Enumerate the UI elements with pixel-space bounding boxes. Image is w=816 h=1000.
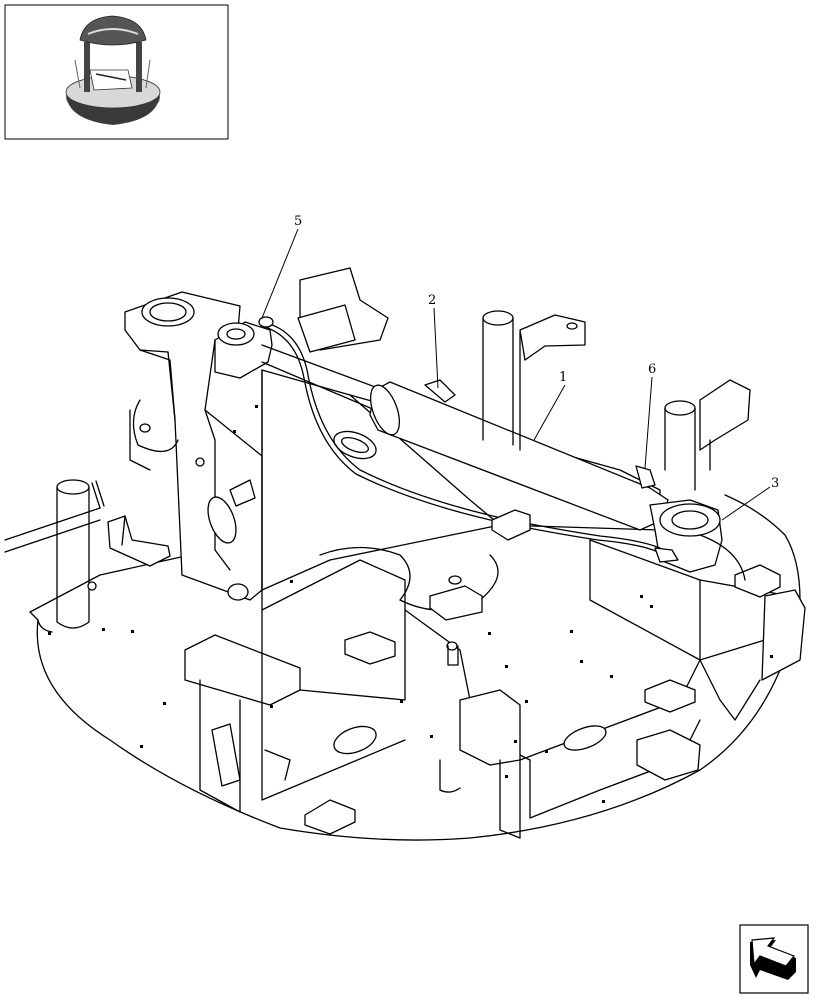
hose-fittings xyxy=(258,316,679,563)
right-posts xyxy=(482,310,751,491)
platform-top-edge xyxy=(29,554,191,621)
callout-6[interactable]: 6 xyxy=(644,362,656,469)
hydraulic-hose xyxy=(261,321,661,549)
fasteners xyxy=(87,423,483,666)
upper-frame-assembly xyxy=(4,267,806,841)
callout-label-6: 6 xyxy=(648,362,656,377)
next-page-button[interactable] xyxy=(739,924,809,994)
callout-2[interactable]: 2 xyxy=(428,293,439,389)
machine-thumbnail-image xyxy=(65,15,161,125)
holes xyxy=(48,405,773,803)
callout-1[interactable]: 1 xyxy=(533,370,567,441)
callout-label-5: 5 xyxy=(294,214,302,229)
boom-cylinder xyxy=(214,321,723,573)
callouts: 1 2 3 5 6 xyxy=(261,214,779,521)
platform-edge xyxy=(36,494,801,841)
callout-3[interactable]: 3 xyxy=(721,476,779,521)
left-post xyxy=(56,479,90,629)
floor-pads xyxy=(304,509,781,835)
callout-label-3: 3 xyxy=(771,476,779,491)
callout-5[interactable]: 5 xyxy=(261,214,302,319)
left-floor-box xyxy=(184,634,301,706)
next-page-arrow-icon xyxy=(750,937,796,980)
locator-thumbnail[interactable] xyxy=(4,4,229,140)
callout-label-1: 1 xyxy=(559,370,567,385)
callout-label-2: 2 xyxy=(428,293,436,308)
